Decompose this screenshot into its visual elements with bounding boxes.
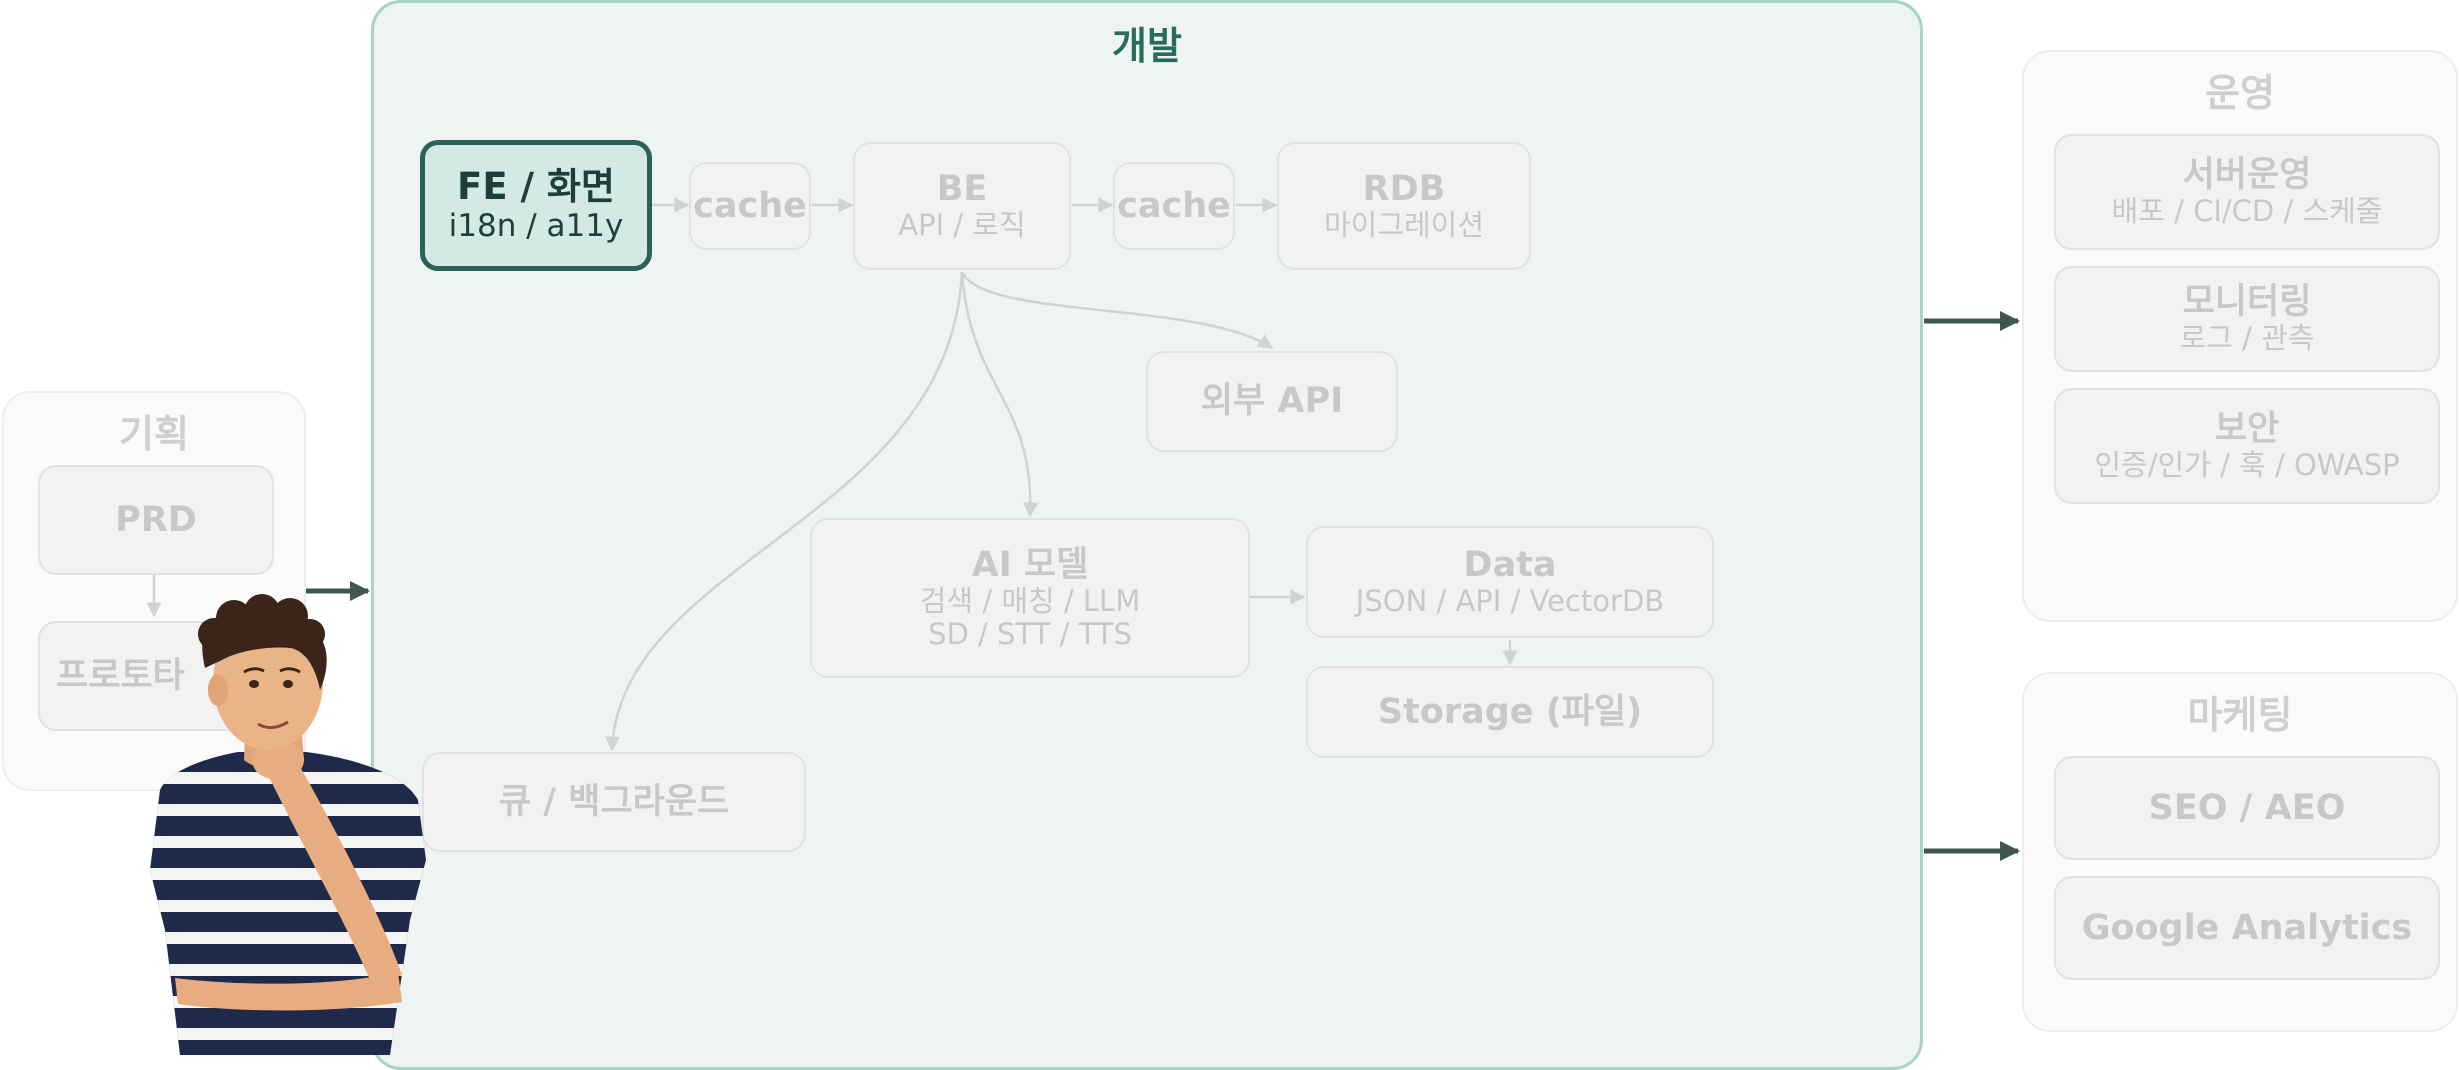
ai-model-sub1: 검색 / 매칭 / LLM bbox=[919, 583, 1141, 618]
cache-label-2: cache bbox=[1117, 185, 1231, 226]
ga-node[interactable]: Google Analytics bbox=[2054, 876, 2440, 980]
operations-section: 운영 서버운영 배포 / CI/CD / 스케줄 모니터링 로그 / 관측 보안… bbox=[2022, 50, 2458, 622]
ai-model-node[interactable]: AI 모델 검색 / 매칭 / LLM SD / STT / TTS bbox=[810, 518, 1250, 678]
arrow-be-to-ai bbox=[960, 271, 1039, 518]
queue-label: 큐 / 백그라운드 bbox=[498, 781, 730, 822]
be-sub: API / 로직 bbox=[898, 208, 1026, 243]
operations-title: 운영 bbox=[2205, 71, 2275, 115]
storage-label: Storage (파일) bbox=[1377, 691, 1643, 732]
cache-label-1: cache bbox=[693, 185, 807, 226]
be-node[interactable]: BE API / 로직 bbox=[853, 142, 1071, 270]
cache-node-2[interactable]: cache bbox=[1113, 162, 1235, 250]
monitoring-node[interactable]: 모니터링 로그 / 관측 bbox=[2054, 266, 2440, 372]
server-ops-sub: 배포 / CI/CD / 스케줄 bbox=[2111, 194, 2383, 229]
monitoring-title: 모니터링 bbox=[2182, 282, 2312, 323]
security-node[interactable]: 보안 인증/인가 / 훅 / OWASP bbox=[2054, 388, 2440, 504]
data-sub: JSON / API / VectorDB bbox=[1355, 584, 1665, 619]
ai-model-sub2: SD / STT / TTS bbox=[928, 617, 1132, 652]
storage-node[interactable]: Storage (파일) bbox=[1306, 666, 1714, 758]
security-title: 보안 bbox=[2214, 409, 2280, 450]
prototype-label: 프로토타 bbox=[56, 655, 185, 696]
prd-label: PRD bbox=[115, 499, 197, 540]
planning-title: 기획 bbox=[119, 412, 189, 456]
ai-model-title: AI 모델 bbox=[971, 544, 1089, 585]
fe-title: FE / 화면 bbox=[457, 165, 615, 209]
rdb-sub: 마이그레이션 bbox=[1323, 208, 1485, 243]
arrow-be-to-external-api bbox=[960, 271, 1274, 350]
fe-sub: i18n / a11y bbox=[448, 207, 624, 244]
server-ops-node[interactable]: 서버운영 배포 / CI/CD / 스케줄 bbox=[2054, 134, 2440, 250]
arrow-be-to-queue bbox=[605, 271, 964, 752]
fe-node[interactable]: FE / 화면 i18n / a11y bbox=[420, 140, 652, 271]
ga-label: Google Analytics bbox=[2081, 907, 2413, 948]
rdb-node[interactable]: RDB 마이그레이션 bbox=[1277, 142, 1531, 270]
marketing-title: 마케팅 bbox=[2187, 693, 2293, 737]
marketing-section: 마케팅 SEO / AEO Google Analytics bbox=[2022, 672, 2458, 1032]
seo-node[interactable]: SEO / AEO bbox=[2054, 756, 2440, 860]
prd-node[interactable]: PRD bbox=[38, 465, 274, 575]
server-ops-title: 서버운영 bbox=[2182, 155, 2312, 196]
seo-label: SEO / AEO bbox=[2148, 787, 2346, 828]
security-sub: 인증/인가 / 훅 / OWASP bbox=[2094, 448, 2400, 483]
rdb-title: RDB bbox=[1362, 169, 1446, 210]
cache-node-1[interactable]: cache bbox=[689, 162, 811, 250]
external-api-node[interactable]: 외부 API bbox=[1146, 351, 1398, 452]
monitoring-sub: 로그 / 관측 bbox=[2179, 321, 2315, 356]
queue-node[interactable]: 큐 / 백그라운드 bbox=[422, 752, 806, 852]
be-title: BE bbox=[936, 169, 988, 210]
dev-title: 개발 bbox=[1112, 24, 1182, 68]
data-title: Data bbox=[1463, 545, 1557, 586]
data-node[interactable]: Data JSON / API / VectorDB bbox=[1306, 526, 1714, 638]
external-api-label: 외부 API bbox=[1200, 381, 1344, 422]
